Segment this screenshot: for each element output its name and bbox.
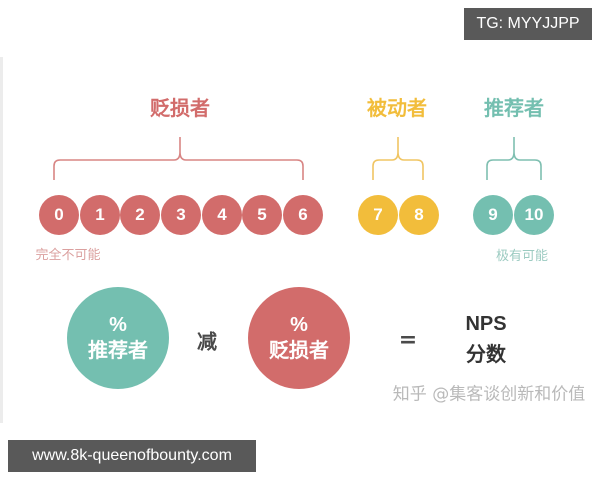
passives-title: 被动者: [367, 96, 427, 120]
tg-badge: TG: MYYJJPP: [464, 8, 592, 40]
promoter-bracket: [486, 137, 542, 180]
minus-operator: 减: [197, 329, 217, 354]
score-dot-4: 4: [202, 195, 242, 235]
score-dot-0: 0: [39, 195, 79, 235]
url-badge[interactable]: www.8k-queenofbounty.com: [8, 440, 256, 472]
promoters-title: 推荐者: [484, 96, 544, 120]
scale-label-high: 极有可能: [495, 249, 549, 264]
detractors-title: 贬损者: [150, 96, 210, 120]
equals-operator: =: [398, 327, 418, 353]
detractors-percent-circle: % 贬损者: [248, 287, 350, 389]
nps-score-result: NPS 分数: [465, 309, 506, 369]
detractor-bracket: [53, 137, 304, 180]
score-dot-5: 5: [242, 195, 282, 235]
promoters-percent-label: 推荐者: [88, 338, 148, 362]
detractors-percent-sign: %: [290, 314, 308, 336]
promoters-percent-circle: % 推荐者: [67, 287, 169, 389]
score-dot-8: 8: [399, 195, 439, 235]
score-dot-10: 10: [514, 195, 554, 235]
nps-label: NPS: [465, 313, 507, 335]
score-dot-3: 3: [161, 195, 201, 235]
source-watermark: 知乎 @集客谈创新和价值: [392, 384, 586, 405]
scale-label-low: 完全不可能: [35, 248, 101, 263]
score-dot-7: 7: [358, 195, 398, 235]
passive-bracket: [372, 137, 424, 180]
promoters-percent-sign: %: [109, 314, 127, 336]
score-label: 分数: [466, 342, 506, 366]
score-dot-1: 1: [80, 195, 120, 235]
score-dot-9: 9: [473, 195, 513, 235]
score-dot-2: 2: [120, 195, 160, 235]
score-dot-6: 6: [283, 195, 323, 235]
detractors-percent-label: 贬损者: [269, 338, 329, 362]
